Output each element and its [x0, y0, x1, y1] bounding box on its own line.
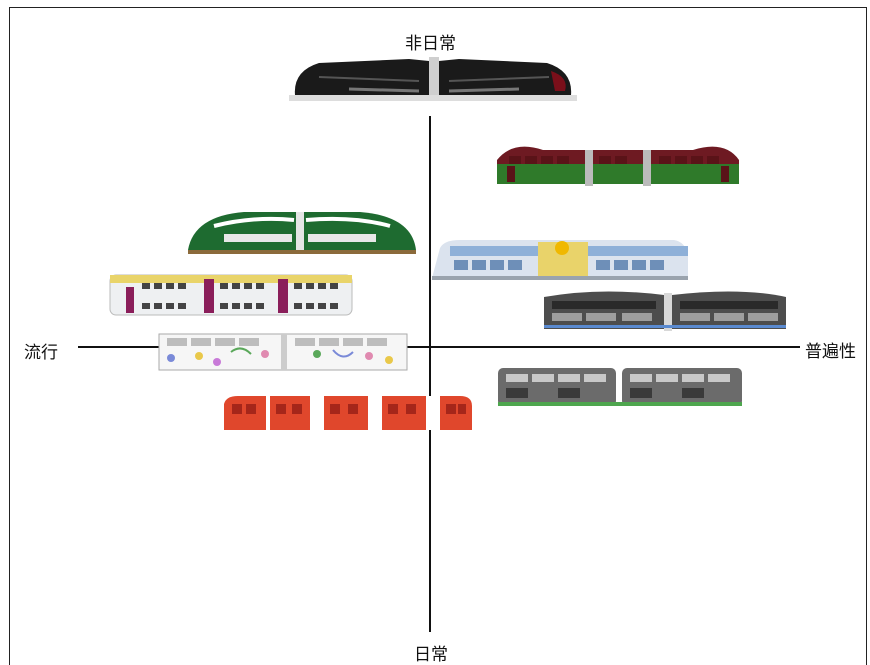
music-note-tram-icon [157, 332, 409, 374]
maroon-green-tram-icon [493, 140, 743, 188]
blue-tram-icon [430, 236, 692, 284]
dark-gray-tram-icon [540, 287, 792, 335]
green-tram-icon [184, 208, 420, 258]
black-tram-icon [289, 51, 577, 105]
axis-label-left: 流行 [24, 343, 58, 363]
gray-tram-icon [496, 366, 744, 410]
diagram-frame [9, 7, 867, 665]
horizontal-axis [78, 346, 800, 348]
vertical-axis [429, 116, 431, 632]
red-tram-icon [220, 394, 476, 432]
axis-label-top: 非日常 [405, 34, 456, 54]
axis-label-right: 普遍性 [805, 342, 856, 362]
double-decker-tram-icon [108, 273, 354, 319]
axis-label-bottom: 日常 [414, 645, 448, 665]
